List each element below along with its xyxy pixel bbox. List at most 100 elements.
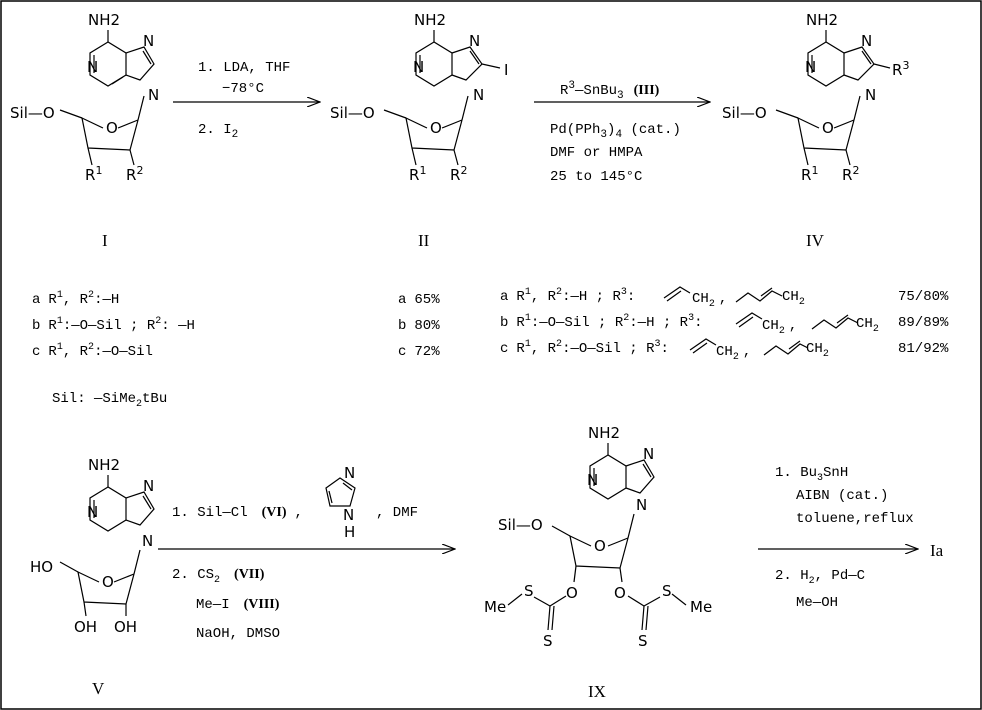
ester-oxygen: O: [614, 584, 626, 602]
compound-II: NH2 N N N I O Sil—O R1 R2 II: [330, 11, 508, 250]
step4-conditions: toluene,reflux: [796, 511, 914, 527]
r2-label: R2: [126, 164, 143, 184]
step1-reagent-1: 1. LDA, THF: [198, 60, 290, 76]
atom-n: N: [413, 58, 424, 76]
silyl-ether-label: Sil—O: [722, 104, 767, 122]
atom-n: N: [143, 32, 154, 50]
amine-label: NH2: [88, 11, 120, 29]
compound-V: NH2 N N N O HO OH OH V: [30, 456, 155, 698]
sulfur-label: S: [638, 632, 648, 650]
yield-c: 81/92%: [898, 341, 949, 357]
compound-label-IV: IV: [806, 231, 825, 250]
step3-solvent: , DMF: [376, 505, 418, 521]
atom-h: H: [344, 523, 355, 541]
step3-reagent-3: Me—I(VIII): [196, 597, 280, 613]
silyl-ether-label: Sil—O: [330, 104, 375, 122]
allyl-ch2: CH2: [806, 341, 829, 360]
ring-oxygen: O: [822, 119, 834, 137]
step3-reagent-2: 2. CS2(VII): [172, 567, 265, 586]
atom-n: N: [87, 58, 98, 76]
product-label-Ia: Ia: [930, 541, 944, 560]
imidazole-structure: N N H: [325, 464, 356, 541]
compound-IX: NH2 N N N O Sil—O O O S S Me S S: [484, 424, 712, 701]
ring-oxygen: O: [430, 119, 442, 137]
hydroxyl-label: OH: [74, 618, 97, 636]
amine-label: NH2: [588, 424, 620, 442]
atom-n: N: [865, 86, 876, 104]
step1-temp: −78°C: [222, 81, 264, 97]
sulfur-label: S: [662, 582, 672, 600]
vinyl-ch2: CH2,: [716, 344, 751, 363]
iodine-label: I: [504, 61, 508, 79]
step4-reagent-2: 2. H2, Pd—C: [775, 568, 865, 587]
allyl-ch2: CH2: [782, 289, 805, 308]
amine-label: NH2: [88, 456, 120, 474]
vinyl-ch2: CH2,: [692, 291, 727, 310]
r1-label: R1: [801, 164, 818, 184]
step2-temp: 25 to 145°C: [550, 169, 642, 185]
step4-solvent: Me—OH: [796, 595, 838, 611]
methyl-label: Me: [484, 598, 506, 616]
compound-IV: NH2 N N N R3 O Sil—O R1 R2 IV: [722, 11, 909, 250]
ester-oxygen: O: [566, 584, 578, 602]
step3-base: NaOH, DMSO: [196, 626, 280, 642]
sulfur-label: S: [543, 632, 553, 650]
compound-label-II: II: [418, 231, 430, 250]
compound-label-IX: IX: [588, 682, 606, 701]
atom-n: N: [142, 532, 153, 550]
atom-n: N: [143, 477, 154, 495]
r2-label: R2: [450, 164, 467, 184]
allyl-ch2: CH2: [856, 316, 879, 335]
step2-reagent: R3—SnBu3(III): [560, 80, 660, 102]
atom-n: N: [805, 58, 816, 76]
ring-oxygen: O: [594, 537, 606, 555]
step2-catalyst: Pd(PPh3)4 (cat.): [550, 122, 681, 141]
step4-reagent-1: 1. Bu3SnH: [775, 465, 848, 484]
silyl-ether-label: Sil—O: [498, 516, 543, 534]
r3-label: R3: [892, 59, 909, 79]
silyl-ether-label: Sil—O: [10, 104, 55, 122]
atom-n: N: [148, 86, 159, 104]
hydroxyl-label: HO: [30, 558, 53, 576]
compound-label-V: V: [92, 679, 105, 698]
atom-n: N: [469, 32, 480, 50]
compound-I: NH2 N N N O Sil—O R1 R2 I: [10, 11, 159, 250]
r1-label: R1: [85, 164, 102, 184]
r1-label: R1: [409, 164, 426, 184]
vinyl-ch2: CH2,: [762, 318, 797, 337]
yield-a: 75/80%: [898, 289, 949, 305]
r2-label: R2: [842, 164, 859, 184]
ring-oxygen: O: [102, 573, 114, 591]
sil-definition: Sil: —SiMe2tBu: [52, 391, 167, 410]
atom-n: N: [343, 506, 354, 524]
sulfur-label: S: [524, 582, 534, 600]
step3-reagent-1: 1. Sil—Cl(VI),: [172, 505, 303, 521]
atom-n: N: [87, 503, 98, 521]
atom-n: N: [636, 496, 647, 514]
hydroxyl-label: OH: [114, 618, 137, 636]
atom-n: N: [861, 32, 872, 50]
step2-solvent: DMF or HMPA: [550, 145, 643, 161]
atom-n: N: [587, 471, 598, 489]
step4-initiator: AIBN (cat.): [796, 488, 888, 504]
amine-label: NH2: [806, 11, 838, 29]
ring-oxygen: O: [106, 119, 118, 137]
step1-reagent-2: 2. I2: [198, 122, 238, 141]
amine-label: NH2: [414, 11, 446, 29]
atom-n: N: [643, 445, 654, 463]
yield-b: 89/89%: [898, 315, 949, 331]
compound-label-I: I: [102, 231, 108, 250]
atom-n: N: [344, 464, 355, 482]
methyl-label: Me: [690, 598, 712, 616]
